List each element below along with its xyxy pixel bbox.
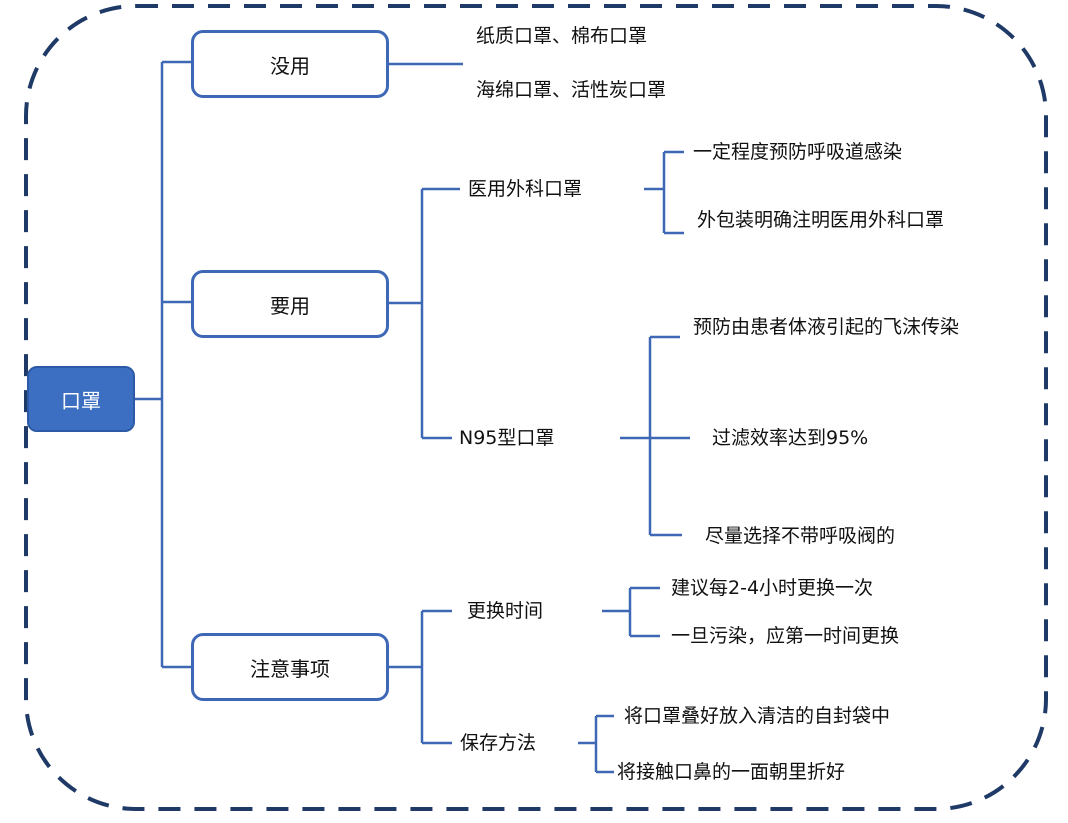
root-label: 口罩 bbox=[61, 388, 101, 413]
leaf-text: 尽量选择不带呼吸阀的 bbox=[705, 525, 896, 547]
leaf-text: 建议每2-4小时更换一次 bbox=[671, 577, 874, 599]
leaf-text: 将接触口鼻的一面朝里折好 bbox=[617, 761, 846, 783]
leaf-text: 外包装明确注明医用外科口罩 bbox=[697, 209, 945, 231]
leaf-text: 纸质口罩、棉布口罩 bbox=[476, 25, 648, 47]
sub-branch-n95: N95型口罩 bbox=[459, 427, 555, 449]
leaf-text: 过滤效率达到95% bbox=[712, 427, 869, 449]
branch-needed: 要用 bbox=[191, 270, 389, 338]
branch-useless: 没用 bbox=[191, 30, 389, 98]
branch-useless-label: 没用 bbox=[270, 53, 310, 78]
sub-branch-replace-time: 更换时间 bbox=[467, 600, 544, 622]
branch-notes: 注意事项 bbox=[191, 633, 389, 701]
root-node: 口罩 bbox=[27, 366, 135, 432]
sub-branch-surgical: 医用外科口罩 bbox=[468, 178, 583, 200]
connector-lines bbox=[135, 60, 690, 774]
sub-branch-storage: 保存方法 bbox=[460, 732, 537, 754]
leaf-text: 一定程度预防呼吸道感染 bbox=[693, 141, 903, 163]
leaf-text: 一旦污染，应第一时间更换 bbox=[671, 625, 900, 647]
dashed-frame bbox=[24, 4, 1048, 811]
branch-notes-label: 注意事项 bbox=[250, 656, 330, 681]
leaf-text: 将口罩叠好放入清洁的自封袋中 bbox=[624, 705, 891, 727]
leaf-text: 预防由患者体液引起的飞沫传染 bbox=[693, 316, 960, 338]
leaf-text: 海绵口罩、活性炭口罩 bbox=[476, 79, 667, 101]
branch-needed-label: 要用 bbox=[270, 293, 310, 318]
